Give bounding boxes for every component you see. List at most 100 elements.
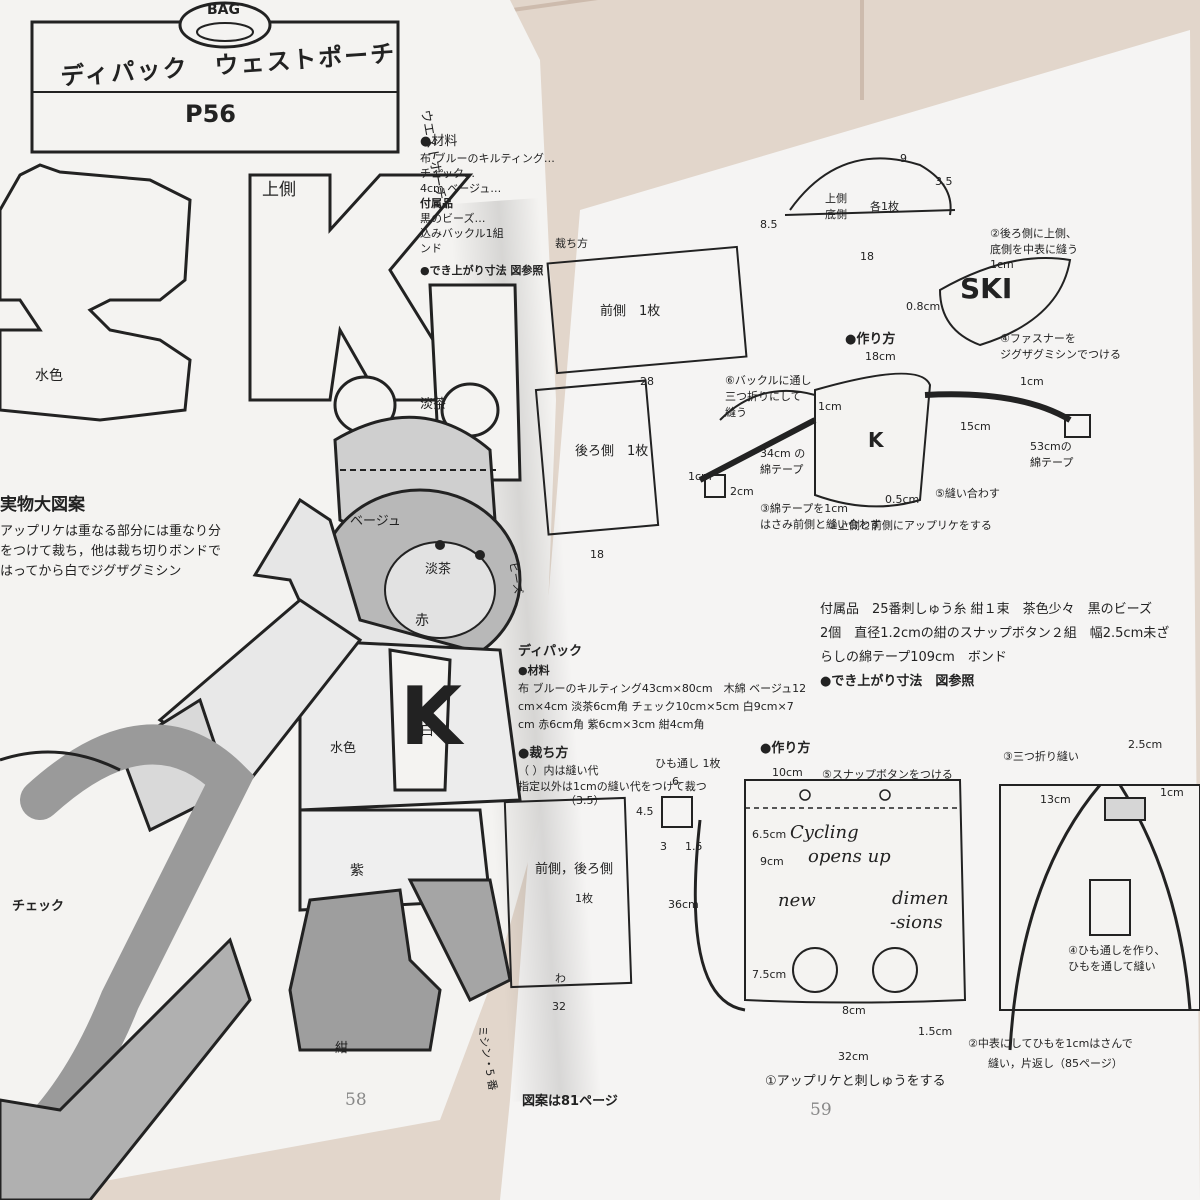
finished-size-2: ●でき上がり寸法 図参照 bbox=[820, 674, 975, 689]
dim-3: 3 bbox=[660, 840, 667, 853]
daypack-heading: ディパック bbox=[518, 644, 583, 659]
label-white: 白 bbox=[420, 723, 434, 739]
how-to-heading-1: ●作り方 bbox=[845, 332, 896, 347]
dim-36cm: 36cm bbox=[668, 898, 699, 911]
embroidery-line-5: -sions bbox=[890, 912, 943, 933]
dim-0-8cm: 0.8cm bbox=[906, 300, 941, 313]
step-1-daypack: ①アップリケと刺しゅうをする bbox=[765, 1074, 946, 1089]
how-to-heading-2: ●作り方 bbox=[760, 741, 811, 756]
cut-heading: 裁ち方 bbox=[555, 237, 588, 250]
tile-grout bbox=[860, 0, 864, 100]
fold-mark: わ bbox=[555, 972, 566, 985]
dim-1cm-d: 1cm bbox=[688, 470, 712, 483]
dim-2cm: 2cm bbox=[730, 485, 754, 498]
loop-heading: ひも通し 1枚 bbox=[655, 757, 721, 770]
dim-7-5cm: 7.5cm bbox=[752, 968, 787, 981]
top-bottom-label: 上側 底側 bbox=[825, 192, 847, 221]
dim-13cm: 13cm bbox=[1040, 793, 1071, 806]
k-logo: K bbox=[868, 428, 884, 452]
step-2-waist: ②後ろ側に上側、 底側を中表に縫う bbox=[990, 227, 1078, 256]
dim-1cm-e: 1cm bbox=[1160, 786, 1184, 799]
note-line-2: をつけて裁ち，他は裁ち切りボンドで bbox=[0, 544, 222, 559]
dim-4-5: 4.5 bbox=[636, 805, 654, 818]
mat2-line-1: 布 ブルーのキルティング43cm×80cm 木綿 ベージュ12 bbox=[518, 682, 807, 695]
mat2-line-2: cm×4cm 淡茶6cm角 チェック10cm×5cm 白9cm×7 bbox=[518, 700, 794, 713]
step-2-daypack-2: 縫い，片返し（85ページ） bbox=[988, 1057, 1123, 1070]
step-3-waist: ③綿テープを1cm はさみ前側と縫い合わす bbox=[760, 502, 881, 531]
label-top-side: 上側 bbox=[262, 180, 296, 200]
step-5-waist: ⑤縫い合わす bbox=[935, 487, 1000, 500]
dim-15cm: 15cm bbox=[960, 420, 991, 433]
label-navy: 紺 bbox=[335, 1041, 349, 1056]
dim-28: 28 bbox=[640, 375, 654, 388]
note-line-1: アップリケは重なる部分には重なり分 bbox=[0, 524, 222, 539]
dim-9: 9 bbox=[900, 152, 907, 165]
dim-1-5: 1.5 bbox=[685, 840, 703, 853]
page-number-right: 59 bbox=[810, 1100, 832, 1120]
attached-text: 黒のビーズ… bbox=[420, 212, 486, 225]
beige-line: 4cm ベージュ… bbox=[420, 182, 502, 195]
dim-3-5b: （3.5） bbox=[565, 794, 605, 807]
attached-line-1: 付属品 25番刺しゅう糸 紺１束 茶色少々 黒のビーズ bbox=[820, 602, 1153, 617]
dim-1cm-b: 1cm bbox=[818, 400, 842, 413]
attached-line-2: 2個 直径1.2cmの紺のスナップボタン２組 幅2.5cm未ざ bbox=[820, 626, 1170, 641]
check-line: チェック… bbox=[420, 167, 475, 180]
dim-6-5: 6.5cm bbox=[752, 828, 787, 841]
label-light-brown: 淡茶 bbox=[420, 397, 447, 412]
step-6-waist: ⑥バックルに通し 三つ折りにして 縫う bbox=[725, 374, 812, 419]
dim-53cm-tape: 53cmの 綿テープ bbox=[1030, 440, 1074, 469]
pattern-reference: 図案は81ページ bbox=[522, 1094, 618, 1109]
step-5-daypack: ⑤スナップボタンをつける bbox=[822, 768, 953, 781]
bond-text: ンド bbox=[420, 242, 442, 255]
dim-3-5: 3.5 bbox=[935, 175, 953, 188]
materials-heading: ●材料 bbox=[420, 134, 458, 149]
heading-actual-pattern: 実物大図案 bbox=[0, 495, 85, 515]
label-light-brown-face: 淡茶 bbox=[425, 562, 452, 577]
front-back-label: 前側，後ろ側 bbox=[535, 862, 614, 877]
each-one: 各1枚 bbox=[870, 200, 899, 213]
step-1-waist: ①上側と前側にアップリケをする bbox=[828, 519, 992, 532]
step-3-daypack: ③三つ折り縫い bbox=[1003, 750, 1079, 763]
dim-10cm: 10cm bbox=[772, 766, 803, 779]
dim-1cm-c: 1cm bbox=[1020, 375, 1044, 388]
embroidery-line-1: Cycling bbox=[790, 822, 859, 843]
embroidery-line-3: new bbox=[778, 890, 816, 911]
dim-8cm: 8cm bbox=[842, 1004, 866, 1017]
finished-size: ●でき上がり寸法 図参照 bbox=[420, 264, 544, 277]
page-ref: P56 bbox=[185, 100, 236, 128]
dim-18cm: 18cm bbox=[865, 350, 896, 363]
dim-1cm-a: 1cm bbox=[990, 258, 1014, 271]
cut2-heading: ●裁ち方 bbox=[518, 746, 569, 761]
one-sheet-label: 1枚 bbox=[575, 892, 593, 905]
label-red: 赤 bbox=[415, 613, 429, 629]
label-purple: 紫 bbox=[350, 863, 364, 879]
materials2-heading: ●材料 bbox=[518, 664, 550, 677]
dim-6: 6 bbox=[672, 775, 679, 788]
label-check: チェック bbox=[12, 899, 65, 914]
dim-2-5cm: 2.5cm bbox=[1128, 738, 1163, 751]
step-2-daypack: ②中表にしてひもを1cmはさんで bbox=[968, 1037, 1133, 1050]
dim-32cm: 32cm bbox=[838, 1050, 869, 1063]
buckle-text: 込みバックル1組 bbox=[420, 227, 504, 240]
page-number-left: 58 bbox=[345, 1090, 367, 1110]
back-piece-label: 後ろ側 1枚 bbox=[575, 444, 649, 459]
dim-1-5cm: 1.5cm bbox=[918, 1025, 953, 1038]
mat2-line-3: cm 赤6cm角 紫6cm×3cm 紺4cm角 bbox=[518, 718, 705, 731]
dim-34cm-tape: 34cm の 綿テープ bbox=[760, 447, 806, 476]
dim-8-5: 8.5 bbox=[760, 218, 778, 231]
label-beige: ベージュ bbox=[350, 514, 401, 529]
materials-text: 布 ブルーのキルティング… bbox=[420, 152, 555, 165]
cut2-note-2: 指定以外は1cmの縫い代をつけて裁つ bbox=[518, 780, 707, 793]
step-4-waist: ④ファスナーを ジグザグミシンでつける bbox=[1000, 332, 1121, 361]
ski-logo-text: SKI bbox=[960, 272, 1013, 305]
dim-32a: 32 bbox=[552, 1000, 566, 1013]
dim-0-5cm: 0.5cm bbox=[885, 493, 920, 506]
attached-heading: 付属品 bbox=[420, 197, 453, 210]
bag-icon-label: BAG bbox=[207, 2, 240, 18]
note-line-3: はってから白でジグザグミシン bbox=[0, 564, 182, 579]
attached-line-3: らしの綿テープ109cm ボンド bbox=[820, 650, 1007, 665]
embroidery-line-4: dimen bbox=[892, 888, 949, 909]
embroidery-line-2: opens up bbox=[808, 846, 891, 867]
